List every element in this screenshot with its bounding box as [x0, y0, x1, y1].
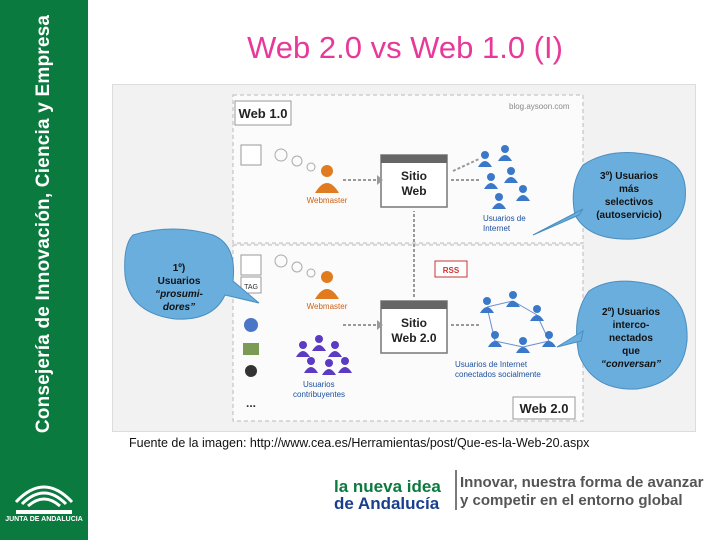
tag-icon-label: TAG — [244, 284, 258, 291]
globe-icon — [244, 318, 258, 332]
slogan-line2: y competir en el entorno global — [460, 492, 683, 509]
pencil-icon — [240, 254, 262, 276]
users-top-line1: Usuarios de — [483, 214, 526, 223]
site-web10-window — [380, 154, 448, 208]
bubble3-line4: (autoservicio) — [596, 210, 662, 221]
site-web10-line2: Web — [401, 184, 426, 198]
site-web20-line2: Web 2.0 — [391, 331, 436, 345]
slide-title: Web 2.0 vs Web 1.0 (I) — [247, 30, 563, 65]
web-comparison-diagram: Web 1.0 blog.aysoon.com Web 2.0 TAG ... … — [124, 94, 688, 422]
brand-line2: de Andalucía — [334, 494, 440, 513]
image-source-caption: Fuente de la imagen: http://www.cea.es/H… — [129, 436, 590, 450]
bubble2-line5: “conversan” — [601, 359, 661, 370]
users-top-group-icon — [478, 145, 530, 209]
bubble1-line3: “prosumi- — [155, 289, 203, 300]
diagram-figure: Web 1.0 blog.aysoon.com Web 2.0 TAG ... … — [112, 84, 696, 432]
web10-label: Web 1.0 — [239, 106, 288, 121]
users-social-group-icon — [480, 291, 556, 353]
brand-logo: la nueva idea de Andalucía — [334, 478, 441, 512]
sidebar: Consejería de Innovación, Ciencia y Empr… — [0, 0, 88, 540]
callout-bubble-1 — [124, 228, 260, 320]
contrib-line1: Usuarios — [303, 380, 335, 389]
callout-bubble-2 — [556, 280, 688, 390]
site-web20-line1: Sitio — [401, 316, 427, 330]
logo-caption: JUNTA DE ANDALUCIA — [5, 516, 83, 523]
users-social-line1: Usuarios de Internet — [455, 360, 528, 369]
more-icon: ... — [246, 396, 256, 410]
webmaster-bottom-person-icon — [315, 271, 339, 299]
bubble3-line2: más — [619, 184, 639, 195]
bubble3-line1: 3º) Usuarios — [600, 171, 659, 182]
photo-icon — [243, 343, 259, 355]
rss-icon — [434, 260, 468, 278]
site-web10-line1: Sitio — [401, 169, 427, 183]
junta-andalucia-logo — [14, 485, 74, 514]
bubble1-line1: 1º) — [173, 263, 186, 274]
bubble2-line2: interco- — [613, 320, 650, 331]
tag-icon — [240, 276, 262, 294]
phone-icon — [245, 365, 257, 377]
bubble2-line4: que — [622, 346, 640, 357]
contrib-line2: contribuyentes — [293, 390, 345, 399]
users-contrib-group-icon — [296, 335, 352, 375]
webmaster-top-person-icon — [315, 165, 339, 193]
brand-line1: la nueva idea — [334, 477, 441, 496]
web20-label: Web 2.0 — [520, 401, 569, 416]
footer-slogan: Innovar, nuestra forma de avanzar y comp… — [460, 474, 703, 510]
site-web20-window — [380, 300, 448, 354]
callout-bubble-3 — [532, 152, 686, 240]
bubble2-line3: nectados — [609, 333, 653, 344]
users-social-line2: conectados socialmente — [455, 370, 541, 379]
web20-tag-box — [512, 396, 576, 420]
web10-tag-box — [234, 100, 292, 126]
footer-divider — [455, 470, 457, 510]
rss-label: RSS — [443, 266, 460, 275]
bubble2-line1: 2º) Usuarios — [602, 307, 661, 318]
bubble3-line3: selectivos — [605, 197, 654, 208]
sidebar-vertical-text: Consejería de Innovación, Ciencia y Empr… — [33, 14, 54, 434]
bubble1-line2: Usuarios — [158, 276, 201, 287]
webmaster-top-label: Webmaster — [307, 196, 348, 205]
slogan-line1: Innovar, nuestra forma de avanzar — [460, 474, 704, 491]
pencil-icon — [240, 144, 262, 166]
bubble1-line4: dores” — [163, 302, 195, 313]
users-top-line2: Internet — [483, 224, 511, 233]
webmaster-bottom-label: Webmaster — [307, 302, 348, 311]
watermark: blog.aysoon.com — [509, 102, 570, 111]
